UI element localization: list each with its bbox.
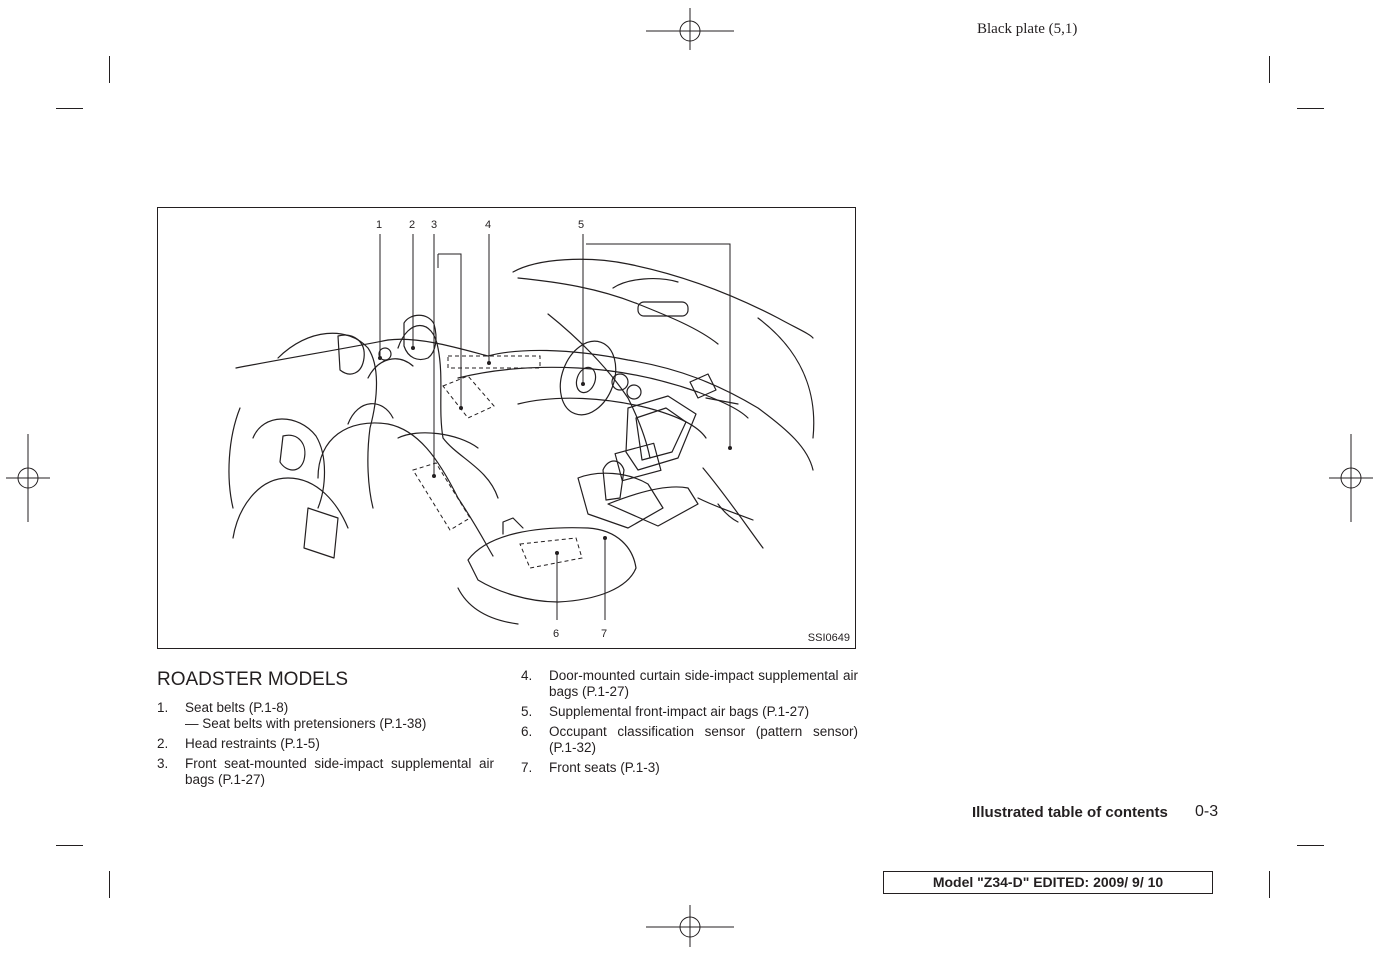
list-item-text: Seat belts (P.1-8) (185, 700, 289, 715)
list-item: 2. Head restraints (P.1-5) (157, 736, 320, 751)
callout-7: 7 (601, 628, 608, 640)
list-item-text: Occupant classification sensor (pattern … (549, 724, 858, 755)
crop-mark (109, 871, 110, 898)
crop-mark (56, 845, 83, 846)
crop-mark (1297, 845, 1324, 846)
list-item: 6. Occupant classification sensor (patte… (521, 724, 858, 755)
crop-mark (1269, 56, 1270, 83)
callout-6: 6 (553, 628, 560, 640)
list-item: 3. Front seat-mounted side-impact supple… (157, 756, 494, 787)
callout-1: 1 (376, 219, 383, 231)
list-item-text: Head restraints (P.1-5) (185, 736, 320, 751)
callout-2: 2 (409, 219, 416, 231)
section-title: ROADSTER MODELS (157, 669, 349, 690)
list-item-text: Front seats (P.1-3) (549, 760, 660, 775)
contents-list-right: 4. Door-mounted curtain side-impact supp… (521, 668, 858, 780)
crop-mark (1269, 871, 1270, 898)
list-item: 4. Door-mounted curtain side-impact supp… (521, 668, 858, 699)
callout-5: 5 (578, 219, 585, 231)
list-item-text: Supplemental front-impact air bags (P.1-… (549, 704, 810, 719)
list-item-text: Front seat-mounted side-impact supplemen… (185, 756, 494, 787)
page-number: 0-3 (1195, 803, 1219, 820)
list-item: 1. Seat belts (P.1-8) — Seat belts with … (157, 700, 494, 732)
footer-title: Illustrated table of contents (972, 804, 1168, 821)
crop-mark (56, 108, 83, 109)
list-item-text: Door-mounted curtain side-impact supplem… (549, 668, 858, 699)
crop-mark (109, 56, 110, 83)
figure-code: SSI0649 (807, 632, 850, 644)
crop-mark (1297, 108, 1324, 109)
callout-4: 4 (485, 219, 492, 231)
car-interior-illustration (228, 234, 815, 625)
plate-label: Black plate (5,1) (977, 21, 1078, 37)
list-item: 5. Supplemental front-impact air bags (P… (521, 704, 810, 719)
model-edited-box: Model "Z34-D" EDITED: 2009/ 9/ 10 (883, 871, 1213, 894)
callout-3: 3 (431, 219, 438, 231)
list-item: 7. Front seats (P.1-3) (521, 760, 660, 775)
list-item-subtext: — Seat belts with pretensioners (P.1-38) (185, 716, 427, 731)
car-interior-figure: 1 2 3 4 5 6 7 SSI0649 (157, 207, 856, 649)
contents-list-left: 1. Seat belts (P.1-8) — Seat belts with … (157, 700, 494, 792)
